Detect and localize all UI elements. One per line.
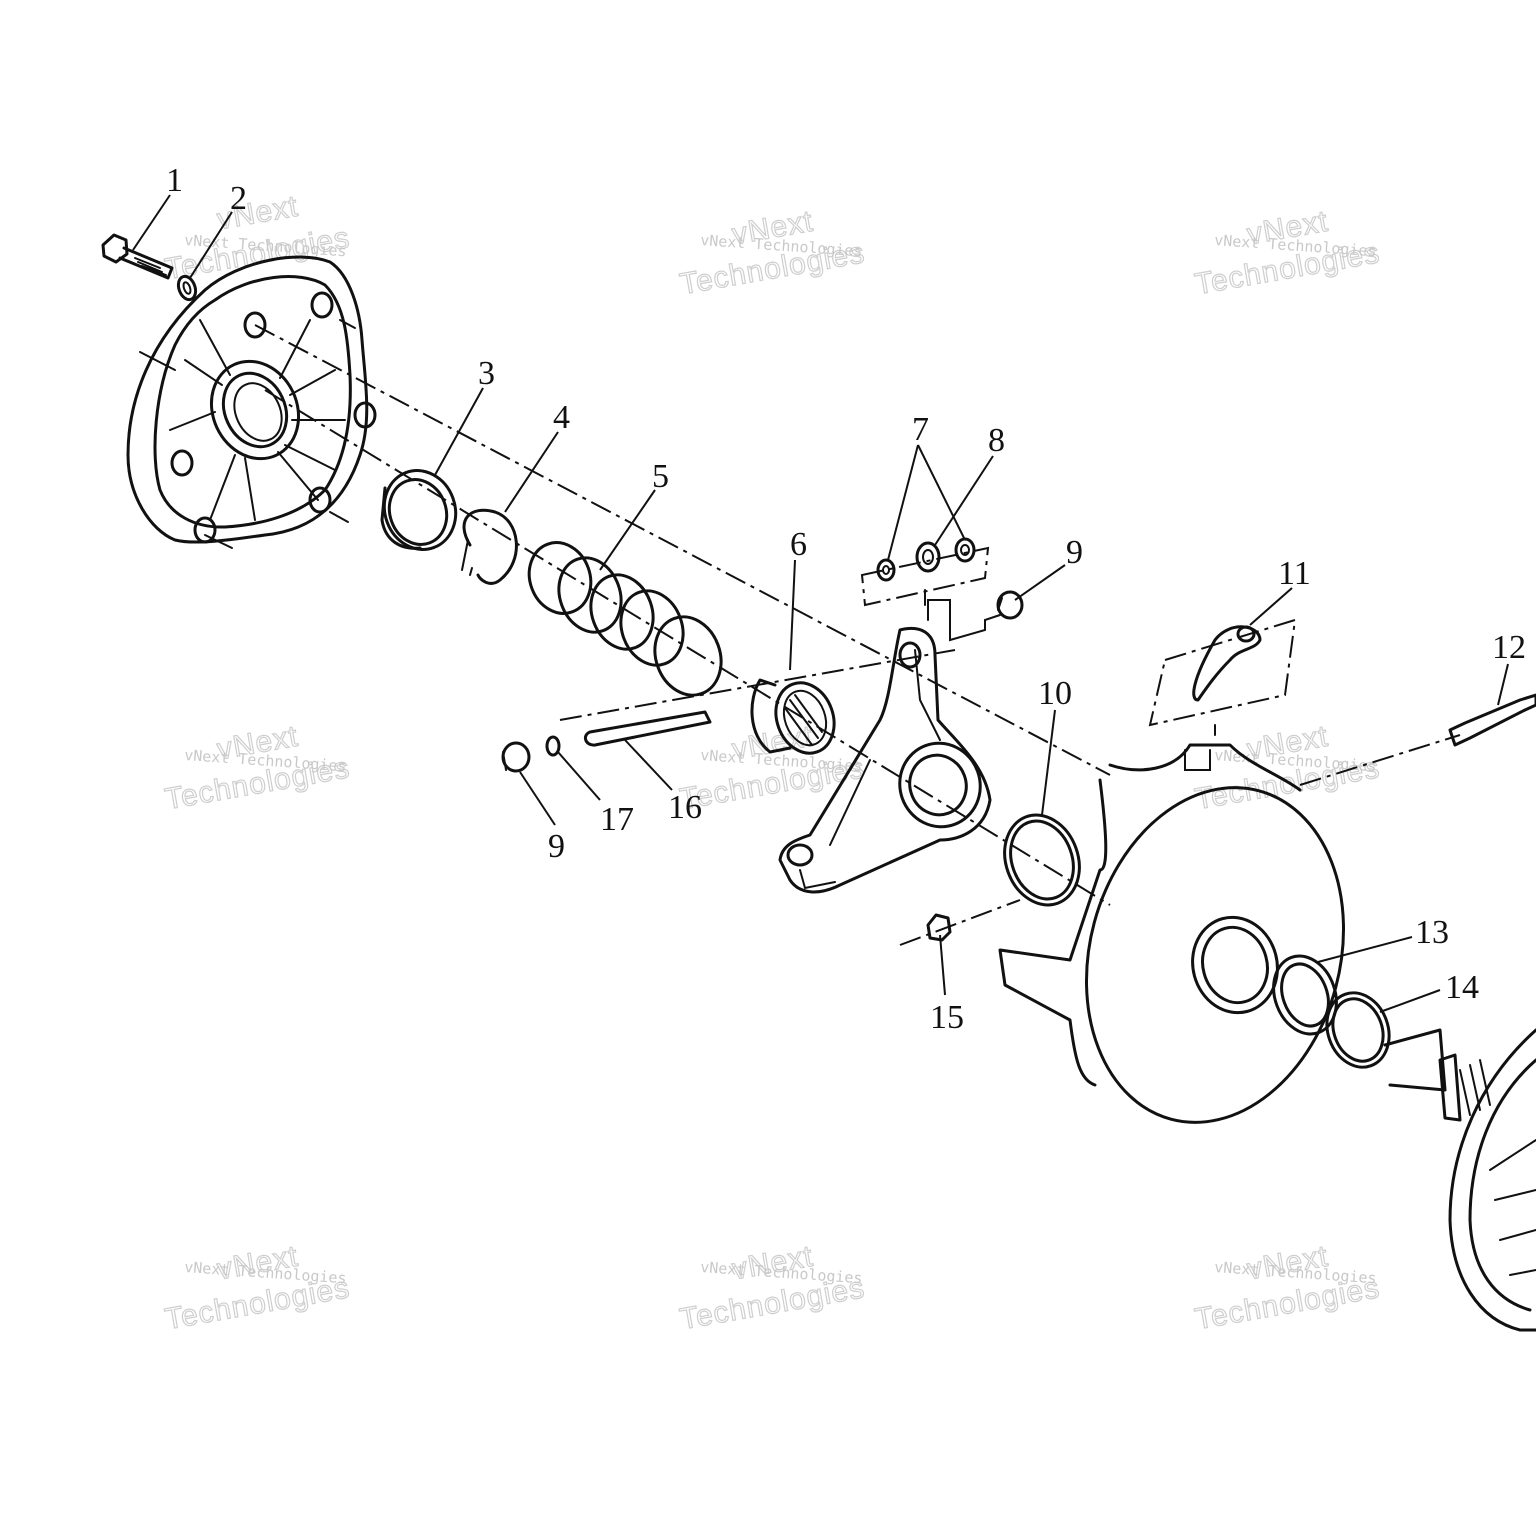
- nut: [926, 913, 952, 942]
- o-ring: [545, 735, 561, 757]
- sheave-bushing: [1272, 954, 1338, 1036]
- callout-4: 4: [553, 399, 570, 436]
- callout-15: 15: [930, 999, 964, 1036]
- washer: [176, 274, 198, 302]
- callout-3: 3: [478, 355, 495, 392]
- roller-set: [860, 537, 990, 607]
- callout-labels: 1 2 3 4 5 6 7 8 9 9 10 11 12 13 14 15 16…: [166, 162, 1526, 1036]
- callout-9-cap-top: 9: [1066, 534, 1083, 571]
- compression-spring: [527, 541, 723, 697]
- thrust-washer: [1003, 813, 1081, 907]
- watermark-grid: vNext Technologies vNext Technologies vN…: [162, 189, 1383, 1337]
- callout-10: 10: [1038, 675, 1072, 712]
- cap-top: [996, 590, 1024, 620]
- flyweight: [1148, 618, 1297, 736]
- callout-8: 8: [988, 422, 1005, 459]
- cap-bottom: [501, 741, 531, 773]
- callout-7: 7: [912, 411, 929, 448]
- leader-lines: [132, 194, 1509, 1013]
- pin: [583, 710, 712, 747]
- callout-1: 1: [166, 162, 183, 199]
- bolt: [101, 233, 174, 280]
- callout-9-cap-bottom: 9: [548, 828, 565, 865]
- callout-6: 6: [790, 526, 807, 563]
- callout-16: 16: [668, 789, 702, 826]
- shaft-pin: [1448, 693, 1536, 747]
- callout-11: 11: [1278, 555, 1311, 592]
- callout-12: 12: [1492, 629, 1526, 666]
- snap-ring: [461, 508, 518, 585]
- cover-housing: [126, 255, 377, 544]
- movable-sheave: [998, 743, 1346, 1124]
- sheave-washer: [1325, 991, 1391, 1069]
- callout-17: 17: [600, 801, 634, 838]
- roller-bushing: [750, 678, 836, 755]
- svg-text:vNext: vNext: [215, 190, 301, 237]
- callout-13: 13: [1415, 914, 1449, 951]
- callout-14: 14: [1445, 969, 1479, 1006]
- assembly-axis-lines: [139, 319, 1461, 946]
- fixed-sheave-shaft: [1383, 1028, 1536, 1332]
- callout-5: 5: [652, 458, 669, 495]
- bushing-ring: [380, 469, 458, 551]
- spider-arm: [778, 599, 1001, 894]
- callout-2: 2: [230, 180, 247, 217]
